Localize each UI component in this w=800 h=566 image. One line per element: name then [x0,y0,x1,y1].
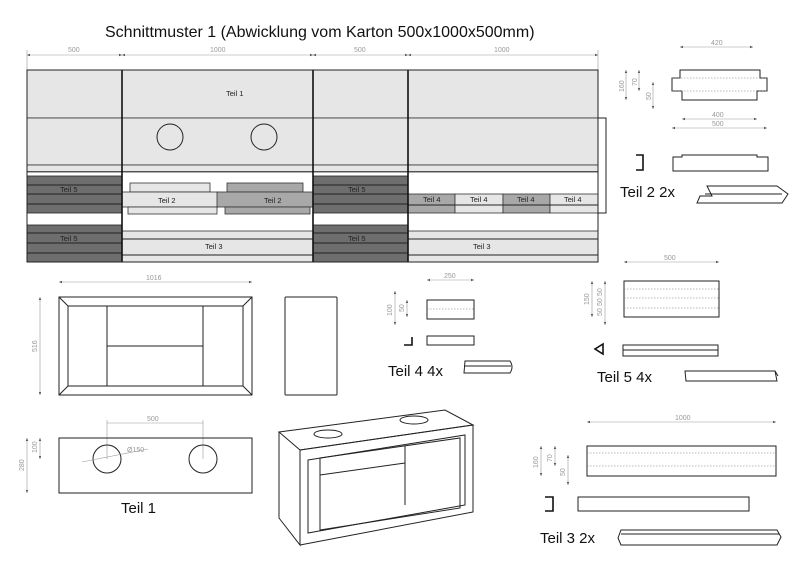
dim-label: 150 [584,293,591,305]
teil4-label: Teil 4 4x [388,363,444,380]
dim-label: 50 [560,468,567,476]
drawing-title: Schnittmuster 1 (Abwicklung vom Karton 5… [105,24,535,41]
part-label-teil2: Teil 2 [264,196,282,205]
dim-label: 1000 [675,415,691,422]
dim-label: 1000 [210,47,226,54]
dim-label: 400 [712,112,724,119]
dim-label: 516 [32,340,39,352]
hole-circle [92,444,122,474]
part-label-teil4: Teil 4 [423,195,441,204]
dim-label: 500 [712,121,724,128]
dim-label: 250 [444,273,456,280]
teil5-pieces: Teil 5 Teil 5 Teil 5 Teil 5 [26,175,409,263]
teil2-pieces: Teil 2 Teil 2 [121,182,314,215]
dim-label: 50 [399,304,406,312]
teil5-detail: 500 150 50 50 50 Teil 5 4x [584,255,779,386]
part-label-teil4: Teil 4 [517,195,535,204]
teil5-label: Teil 5 4x [597,369,653,386]
part-label-teil2: Teil 2 [158,196,176,205]
dim-label: 100 [387,304,394,316]
dim-label: 160 [619,80,626,92]
teil3-detail: 1000 160 70 50 Teil 3 2x [533,415,782,547]
profile-icon [545,496,554,512]
part-label-teil3: Teil 3 [473,242,491,251]
triangle-profile-icon [593,342,604,356]
dim-label: 280 [19,459,26,471]
layout-sheet: Teil 1 Teil 5 Teil 5 Teil 5 Teil 5 Teil … [26,69,607,263]
hole-circle [188,444,218,474]
dim-label: 50 [597,298,604,306]
dim-label: 420 [711,40,723,47]
teil3-label: Teil 3 2x [540,530,596,547]
dim-label: 50 [597,308,604,316]
teil2-label: Teil 2 2x [620,184,676,201]
teil1-detail: 500 Ø150 280 100 Teil 1 [19,416,253,517]
isometric-view [277,409,475,547]
part-label-teil5: Teil 5 [348,185,366,194]
dim-label: 500 [147,416,159,423]
part-label-teil1: Teil 1 [226,89,244,98]
dim-label: Ø150 [127,447,144,454]
dim-label: 1016 [146,275,162,282]
dim-label: 50 [597,288,604,296]
front-view: 1016 516 [32,275,338,396]
dim-label: 500 [354,47,366,54]
side-view [284,296,338,396]
dim-label: 100 [32,441,39,453]
part-label-teil4: Teil 4 [470,195,488,204]
profile-icon [404,337,413,346]
hole-circle [250,123,278,151]
hole-circle [156,123,184,151]
part-label-teil4: Teil 4 [564,195,582,204]
dim-label: 160 [533,456,540,468]
dim-label: 500 [68,47,80,54]
part-label-teil5: Teil 5 [60,185,78,194]
dim-label: 70 [632,78,639,86]
teil1-label: Teil 1 [121,500,156,517]
teil4-pieces: Teil 4 Teil 4 Teil 4 Teil 4 [407,193,599,214]
layout-dimensions: 500 1000 500 1000 [26,47,599,70]
part-label-teil5: Teil 5 [60,234,78,243]
dim-label: 70 [547,454,554,462]
dim-label: 1000 [494,47,510,54]
teil2-detail: 420 400 500 160 70 50 Teil 2 2x [619,40,789,204]
teil3-pieces: Teil 3 Teil 3 [121,230,599,263]
part-label-teil3: Teil 3 [205,242,223,251]
profile-icon [636,154,644,171]
dim-label: 500 [664,255,676,262]
dim-label: 50 [646,92,653,100]
part-label-teil5: Teil 5 [348,234,366,243]
teil4-detail: 250 100 50 Teil 4 4x [387,273,513,380]
